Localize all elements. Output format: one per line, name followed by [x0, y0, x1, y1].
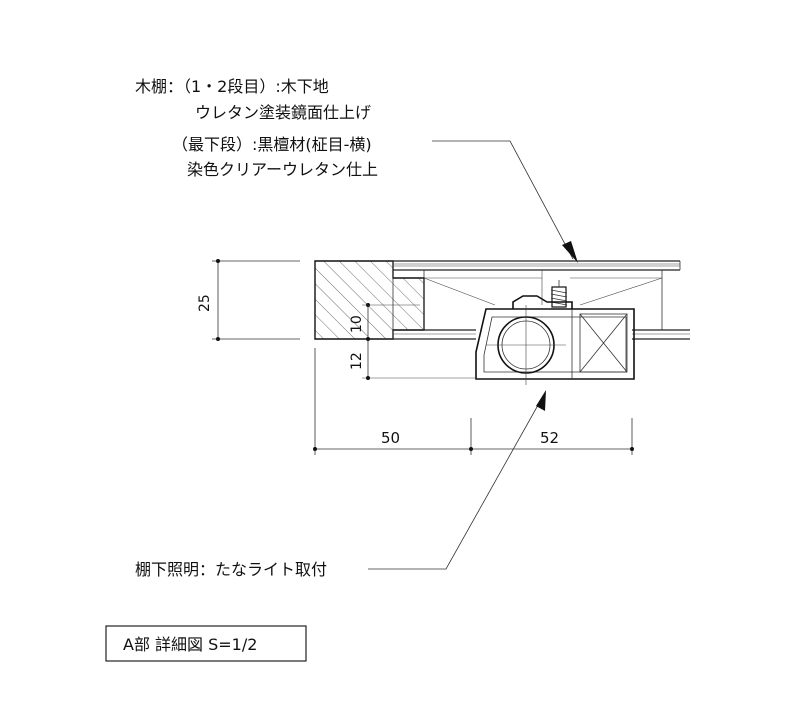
note-shelf-line1: 木棚：（1・2段目）:木下地 — [135, 77, 329, 96]
leader-arrowhead — [562, 241, 578, 263]
fixture-clip — [512, 295, 573, 309]
dimension-height-total: 25 — [197, 259, 300, 341]
dimension-label-52: 52 — [540, 429, 559, 447]
shelf-frame — [423, 270, 663, 330]
light-fixture — [475, 295, 635, 385]
top-plate — [393, 260, 681, 271]
note-bottom-line2: 染色クリアーウレタン仕上 — [187, 160, 378, 179]
fixture-housing — [475, 308, 635, 380]
dimension-width: 50 52 — [313, 348, 634, 455]
screw-icon — [550, 280, 568, 308]
leader-lighting — [368, 390, 546, 570]
note-bottom-line1: （最下段）:黒檀材(柾目-横) — [172, 135, 372, 154]
dimension-label-12: 12 — [349, 352, 365, 370]
title-box: A部 詳細図 S=1/2 — [105, 625, 307, 662]
leader-arrowhead — [536, 390, 546, 411]
bottom-plate — [393, 329, 690, 340]
hatched-wood-edge — [314, 260, 425, 340]
dimension-label-50: 50 — [381, 429, 400, 447]
title-label: A部 詳細図 S=1/2 — [123, 635, 257, 654]
note-lighting: 棚下照明：たなライト取付 — [135, 560, 327, 579]
note-shelf-line2: ウレタン塗装鏡面仕上げ — [195, 103, 371, 122]
dimension-label-25: 25 — [197, 294, 213, 312]
ballast-box — [579, 313, 628, 373]
leader-bottom-shelf — [432, 140, 578, 263]
